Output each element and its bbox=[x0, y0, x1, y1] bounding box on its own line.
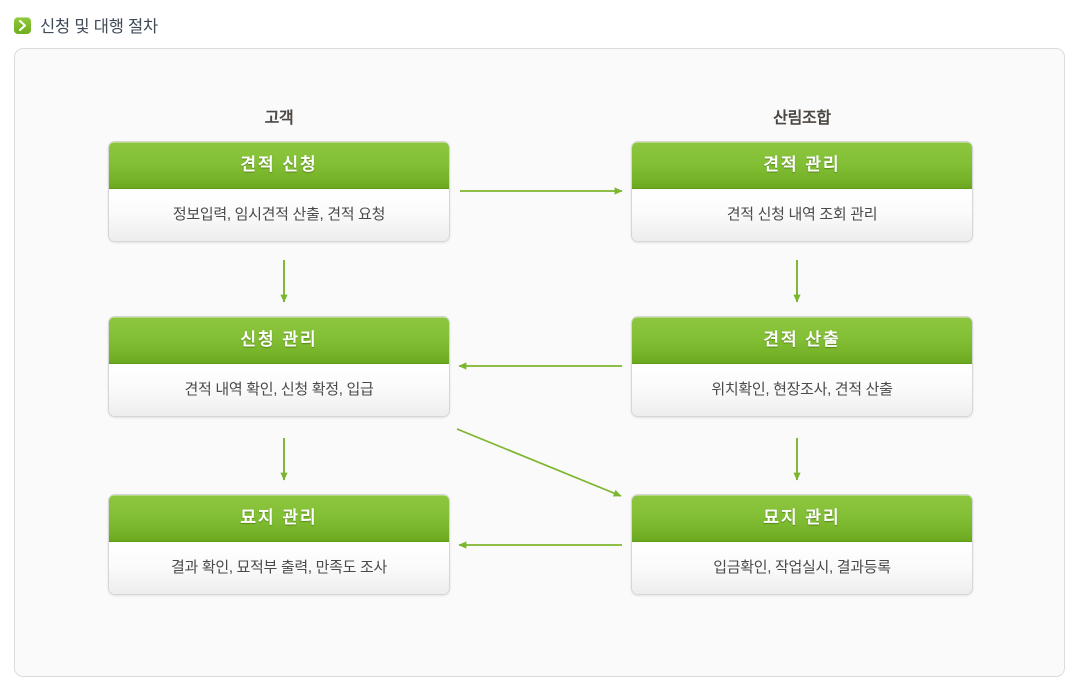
process-card-detail: 견적 신청 내역 조회 관리 bbox=[632, 189, 972, 241]
process-card-detail: 결과 확인, 묘적부 출력, 만족도 조사 bbox=[109, 542, 449, 594]
process-card-detail: 견적 내역 확인, 신청 확정, 입급 bbox=[109, 364, 449, 416]
process-card-title: 묘지 관리 bbox=[109, 495, 449, 542]
page-title: 신청 및 대행 절차 bbox=[40, 18, 159, 36]
process-card-grave-management-customer[interactable]: 묘지 관리 결과 확인, 묘적부 출력, 만족도 조사 bbox=[108, 494, 450, 595]
process-card-quote-request[interactable]: 견적 신청 정보입력, 임시견적 산출, 견적 요청 bbox=[108, 141, 450, 242]
process-card-title: 견적 관리 bbox=[632, 142, 972, 189]
column-caption-forestry-union: 산림조합 bbox=[773, 110, 831, 127]
process-card-title: 신청 관리 bbox=[109, 317, 449, 364]
process-card-detail: 위치확인, 현장조사, 견적 산출 bbox=[632, 364, 972, 416]
process-card-grave-management-union[interactable]: 묘지 관리 입금확인, 작업실시, 결과등록 bbox=[631, 494, 973, 595]
process-card-application-management[interactable]: 신청 관리 견적 내역 확인, 신청 확정, 입급 bbox=[108, 316, 450, 417]
column-caption-customer: 고객 bbox=[264, 110, 294, 127]
process-card-quote-management[interactable]: 견적 관리 견적 신청 내역 조회 관리 bbox=[631, 141, 973, 242]
flow-arrow-application-management-to-grave-management-union bbox=[456, 428, 622, 497]
process-card-detail: 정보입력, 임시견적 산출, 견적 요청 bbox=[109, 189, 449, 241]
chevron-right-icon bbox=[14, 16, 31, 34]
process-card-title: 묘지 관리 bbox=[632, 495, 972, 542]
process-card-title: 견적 산출 bbox=[632, 317, 972, 364]
process-card-detail: 입금확인, 작업실시, 결과등록 bbox=[632, 542, 972, 594]
process-card-quote-calculation[interactable]: 견적 산출 위치확인, 현장조사, 견적 산출 bbox=[631, 316, 973, 417]
section-heading: 신청 및 대행 절차 bbox=[14, 14, 158, 36]
process-card-title: 견적 신청 bbox=[109, 142, 449, 189]
